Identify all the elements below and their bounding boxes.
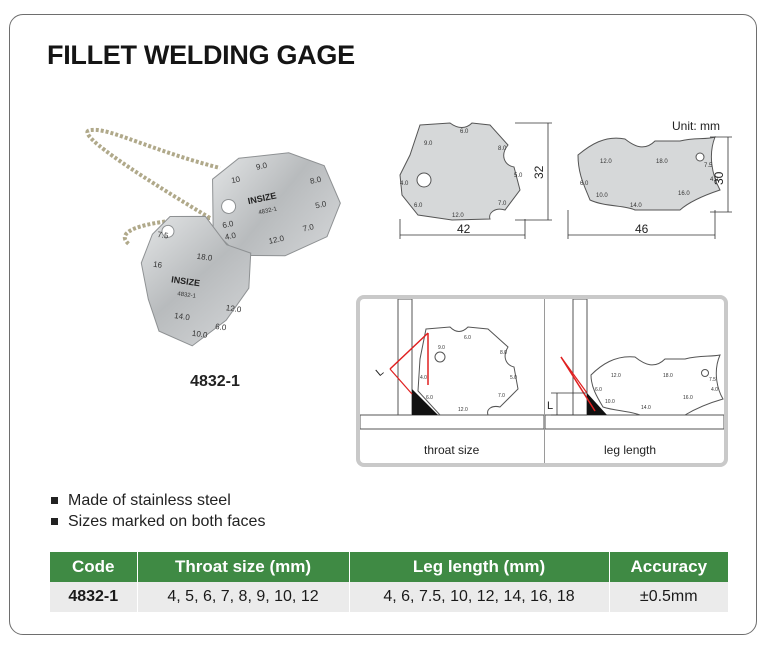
throat-size-label: throat size <box>424 443 480 457</box>
svg-text:16.0: 16.0 <box>678 191 690 197</box>
leg-dim-letter: L <box>547 400 553 412</box>
header-throat-size: Throat size (mm) <box>137 552 350 582</box>
svg-text:16.0: 16.0 <box>683 395 693 401</box>
photo-model-mark: 4832-1 <box>258 206 278 216</box>
bead-chain <box>85 127 221 220</box>
svg-text:6.0: 6.0 <box>464 335 471 341</box>
svg-text:5.0: 5.0 <box>510 375 517 381</box>
leg-width-dim: 46 <box>635 222 649 236</box>
svg-text:12.0: 12.0 <box>225 303 242 314</box>
throat-gage-photo: INSIZE 4832-1 9.0 10 8.0 5.0 7.0 12.0 6.… <box>212 152 341 257</box>
svg-text:10.0: 10.0 <box>605 399 615 405</box>
throat-dim-letter: L <box>374 366 386 379</box>
svg-text:6.0: 6.0 <box>414 203 423 209</box>
svg-text:4.0: 4.0 <box>420 375 427 381</box>
svg-text:9.0: 9.0 <box>424 141 433 147</box>
svg-text:18.0: 18.0 <box>196 252 213 263</box>
cell-accuracy: ±0.5mm <box>609 582 728 612</box>
product-photo: INSIZE 4832-1 9.0 10 8.0 5.0 7.0 12.0 6.… <box>85 127 341 347</box>
dimension-drawings: 6.0 9.0 8.0 5.0 4.0 6.0 12.0 7.0 42 32 1… <box>399 122 732 239</box>
leg-gage-drawing: 12.0 18.0 7.5 6.0 10.0 14.0 16.0 4.0 46 … <box>567 136 732 239</box>
svg-text:4.0: 4.0 <box>400 181 409 187</box>
svg-text:10.0: 10.0 <box>191 329 208 340</box>
bullet-square-icon <box>51 497 58 504</box>
svg-text:12.0: 12.0 <box>611 373 621 379</box>
photo-caption: 4832-1 <box>190 373 240 390</box>
svg-text:16: 16 <box>153 260 164 270</box>
header-accuracy: Accuracy <box>609 552 728 582</box>
usage-panel: 6.0 9.0 8.0 5.0 4.0 6.0 12.0 7.0 L <box>356 295 728 467</box>
leg-gage-photo: INSIZE 4832-1 7.5 16 18.0 14.0 10.0 6.0 … <box>140 215 252 347</box>
svg-text:6.0: 6.0 <box>426 395 433 401</box>
cell-throat-size: 4, 5, 6, 7, 8, 9, 10, 12 <box>137 582 350 612</box>
leg-length-illustration: 12.0 18.0 7.5 6.0 10.0 14.0 16.0 4.0 L <box>544 299 724 430</box>
feature-item: Sizes marked on both faces <box>50 511 265 532</box>
svg-text:6.0: 6.0 <box>580 181 589 187</box>
svg-text:8.0: 8.0 <box>498 146 507 152</box>
svg-text:14.0: 14.0 <box>630 203 642 209</box>
svg-text:8.0: 8.0 <box>309 175 322 186</box>
throat-width-dim: 42 <box>457 222 471 236</box>
spec-table: Code Throat size (mm) Leg length (mm) Ac… <box>50 552 728 612</box>
svg-text:8.0: 8.0 <box>500 350 507 356</box>
svg-text:7.5: 7.5 <box>709 377 716 383</box>
svg-text:10: 10 <box>230 174 241 185</box>
svg-text:12.0: 12.0 <box>452 213 464 219</box>
svg-text:12.0: 12.0 <box>458 407 468 413</box>
table-row: 4832-1 4, 5, 6, 7, 8, 9, 10, 12 4, 6, 7.… <box>50 582 728 612</box>
feature-item: Made of stainless steel <box>50 490 265 511</box>
bullet-square-icon <box>51 518 58 525</box>
svg-text:10.0: 10.0 <box>596 193 608 199</box>
svg-text:7.0: 7.0 <box>498 201 507 207</box>
svg-text:4.0: 4.0 <box>711 387 718 393</box>
svg-text:INSIZE: INSIZE <box>171 274 201 288</box>
page-title: FILLET WELDING GAGE <box>47 40 355 70</box>
usage-illustration: 6.0 9.0 8.0 5.0 4.0 6.0 12.0 7.0 L <box>360 299 724 430</box>
svg-text:14.0: 14.0 <box>174 311 191 322</box>
svg-text:6.0: 6.0 <box>460 129 469 135</box>
svg-text:4832-1: 4832-1 <box>177 291 197 300</box>
svg-text:7.5: 7.5 <box>157 230 170 241</box>
svg-text:6.0: 6.0 <box>595 387 602 393</box>
svg-text:9.0: 9.0 <box>438 345 445 351</box>
leg-length-label: leg length <box>604 443 657 457</box>
svg-text:6.0: 6.0 <box>215 322 228 333</box>
throat-height-dim: 32 <box>532 165 546 179</box>
svg-text:5.0: 5.0 <box>314 199 327 210</box>
usage-divider <box>544 299 545 463</box>
svg-text:12.0: 12.0 <box>268 234 286 246</box>
svg-text:18.0: 18.0 <box>663 373 673 379</box>
svg-text:7.0: 7.0 <box>498 393 505 399</box>
svg-text:18.0: 18.0 <box>656 159 668 165</box>
leg-height-dim: 30 <box>712 171 726 185</box>
throat-gage-drawing: 6.0 9.0 8.0 5.0 4.0 6.0 12.0 7.0 42 32 <box>399 122 552 239</box>
svg-text:4.0: 4.0 <box>224 231 237 242</box>
svg-text:9.0: 9.0 <box>255 161 268 172</box>
table-header-row: Code Throat size (mm) Leg length (mm) Ac… <box>50 552 728 582</box>
svg-text:6.0: 6.0 <box>221 219 234 230</box>
header-leg-length: Leg length (mm) <box>349 552 610 582</box>
svg-text:12.0: 12.0 <box>600 159 612 165</box>
unit-label: Unit: mm <box>672 119 720 133</box>
svg-text:7.5: 7.5 <box>704 163 713 169</box>
svg-text:7.0: 7.0 <box>302 222 315 233</box>
svg-text:14.0: 14.0 <box>641 405 651 411</box>
header-code: Code <box>50 552 138 582</box>
cell-code: 4832-1 <box>50 582 138 612</box>
card-frame <box>9 14 757 635</box>
feature-list: Made of stainless steel Sizes marked on … <box>50 490 265 532</box>
cell-leg-length: 4, 6, 7.5, 10, 12, 14, 16, 18 <box>349 582 610 612</box>
throat-size-illustration: 6.0 9.0 8.0 5.0 4.0 6.0 12.0 7.0 L <box>360 299 545 430</box>
svg-text:4.0: 4.0 <box>710 177 719 183</box>
svg-text:5.0: 5.0 <box>514 173 523 179</box>
